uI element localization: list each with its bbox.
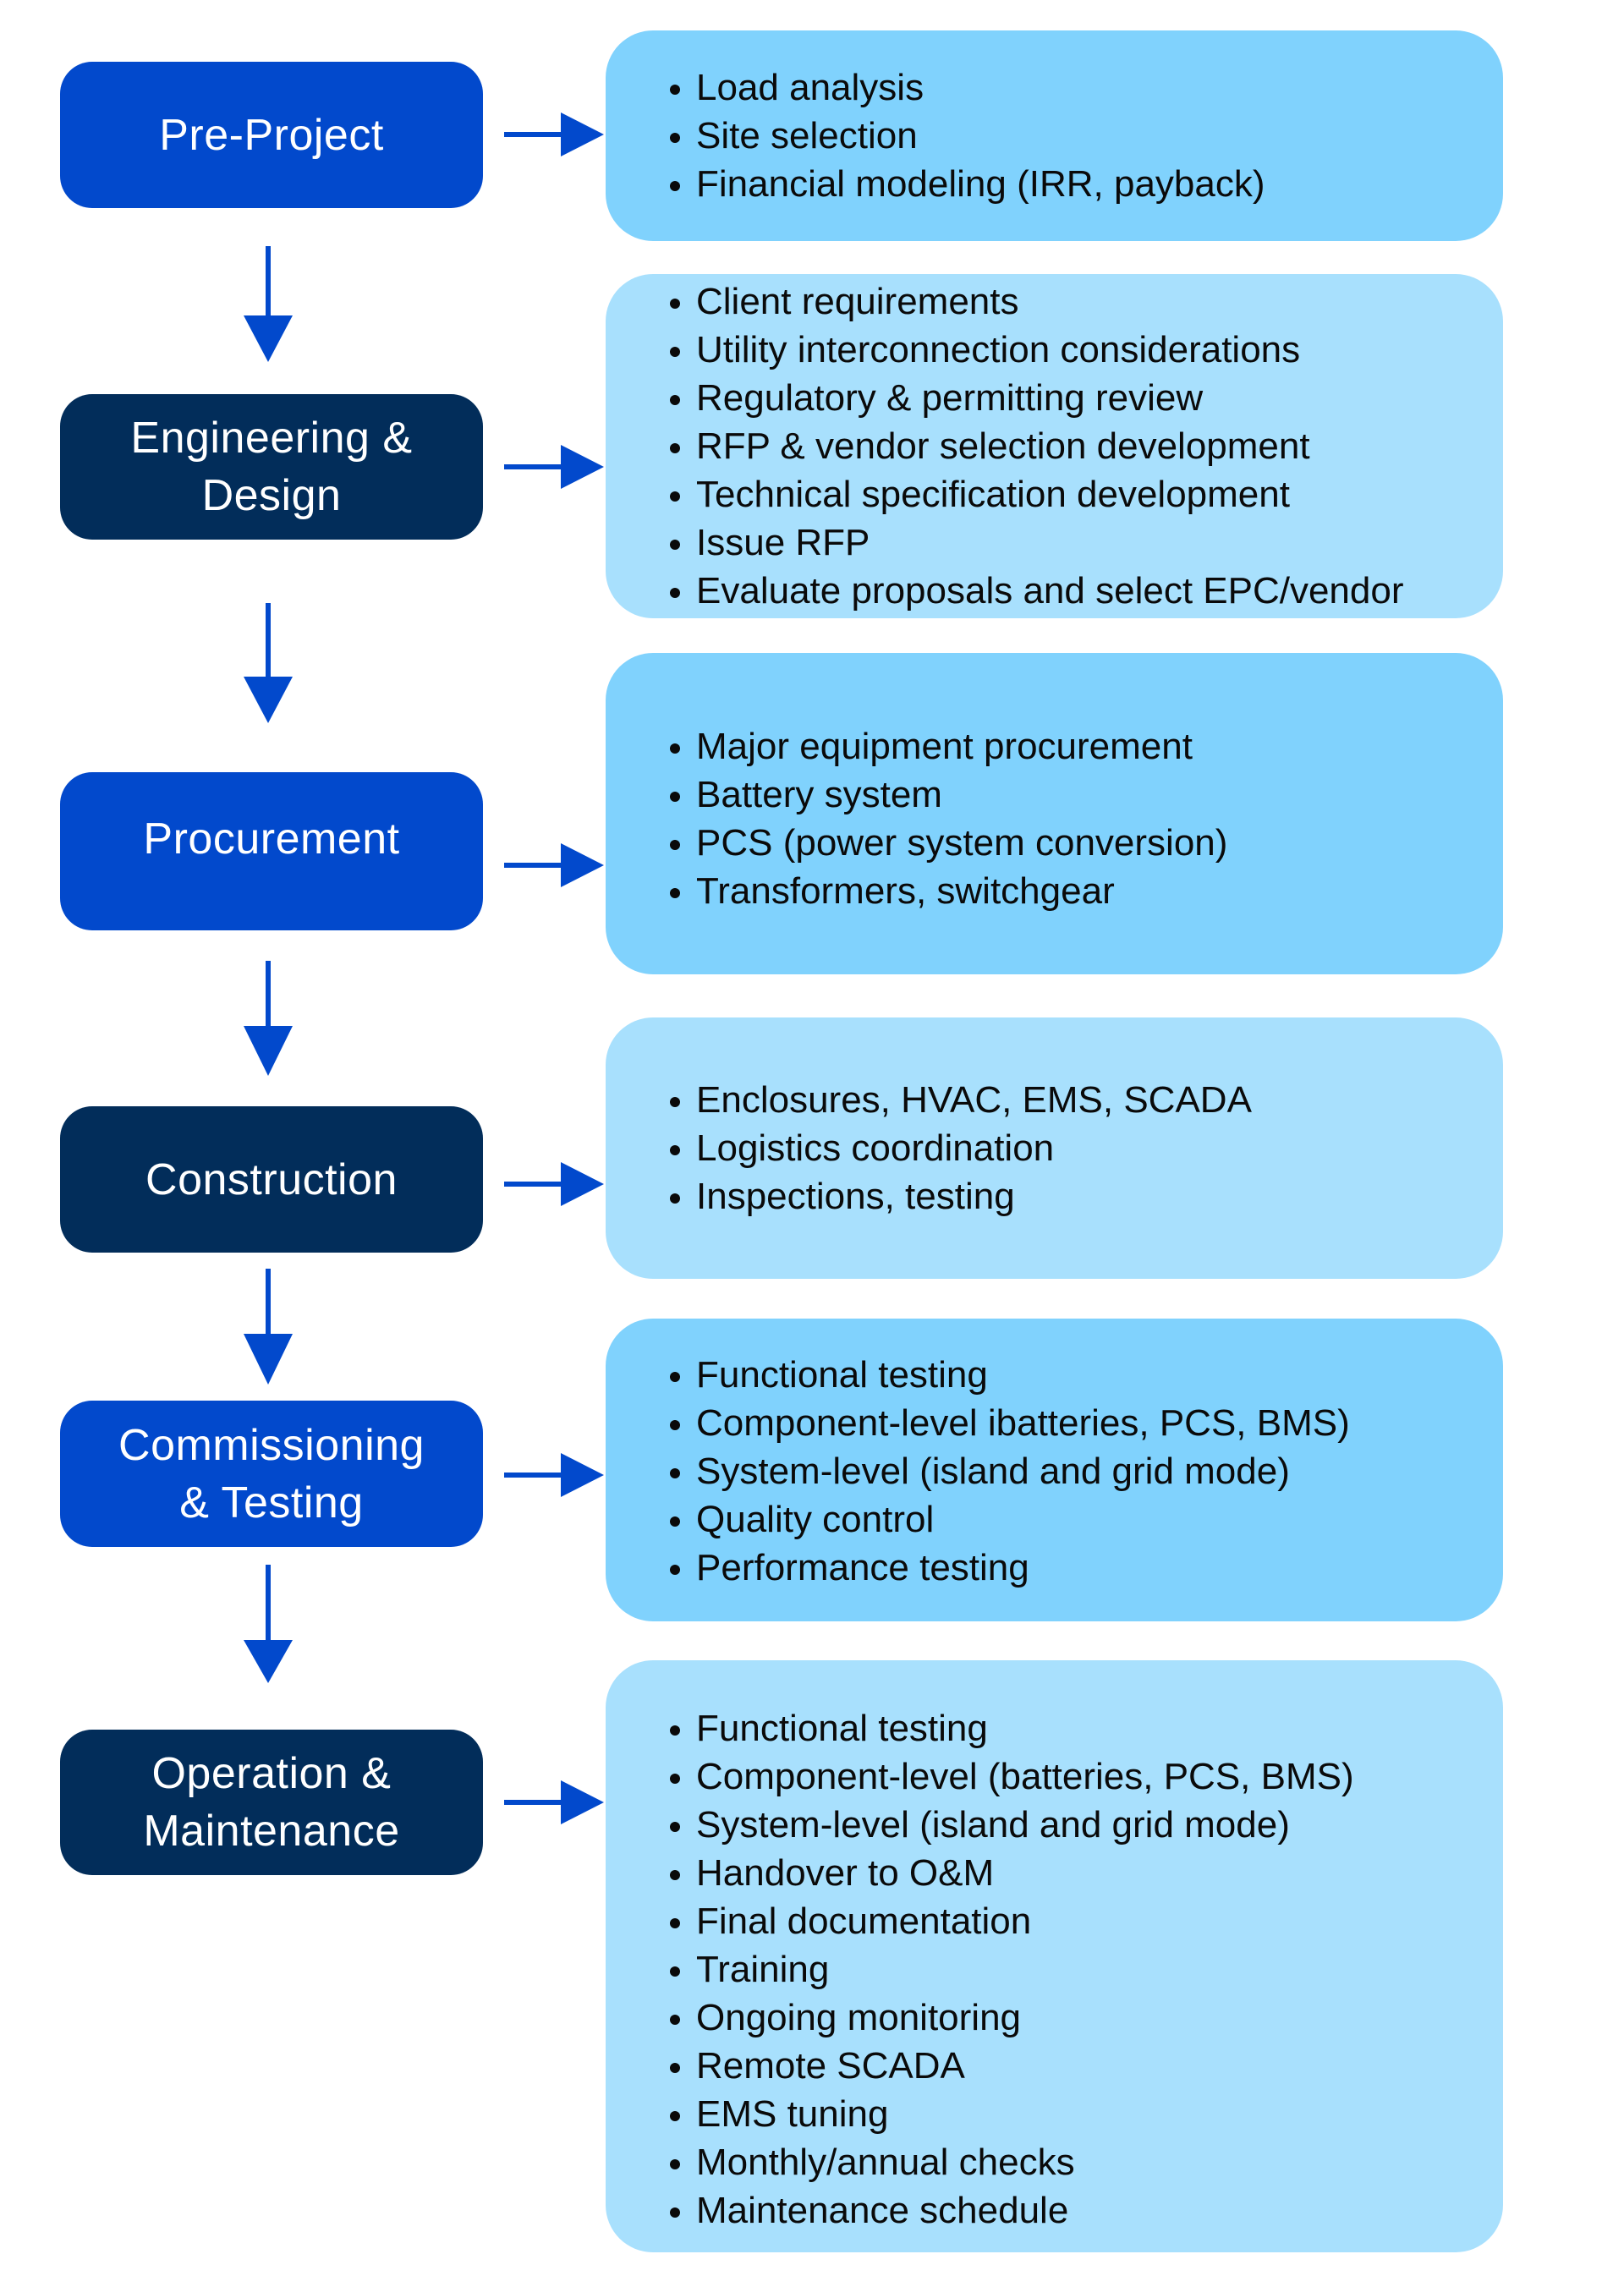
arrow-down-2 — [244, 603, 293, 723]
detail-item: Handover to O&M — [670, 1849, 1354, 1897]
detail-item: Enclosures, HVAC, EMS, SCADA — [670, 1076, 1252, 1124]
stage-pre-project: Pre-Project — [60, 62, 483, 208]
detail-item: Monthly/annual checks — [670, 2138, 1354, 2186]
stage-label: Engineering & Design — [130, 414, 413, 520]
stage-label: Procurement — [143, 814, 400, 864]
arrow-down-5 — [244, 1565, 293, 1683]
detail-item: Site selection — [670, 112, 1265, 160]
detail-item: RFP & vendor selection development — [670, 422, 1404, 470]
detail-item: Component-level (batteries, PCS, BMS) — [670, 1752, 1354, 1801]
arrow-right-pre-project — [504, 112, 604, 156]
detail-item: Regulatory & permitting review — [670, 374, 1404, 422]
detail-item: Remote SCADA — [670, 2042, 1354, 2090]
detail-item: System-level (island and grid mode) — [670, 1447, 1350, 1495]
detail-item: Functional testing — [670, 1704, 1354, 1752]
arrow-down-1 — [244, 246, 293, 362]
detail-item: Utility interconnection considerations — [670, 326, 1404, 374]
stage-label: Construction — [145, 1154, 398, 1204]
detail-item: Issue RFP — [670, 518, 1404, 567]
stage-construction: Construction — [60, 1106, 483, 1253]
detail-item: Quality control — [670, 1495, 1350, 1544]
detail-item: Training — [670, 1945, 1354, 1994]
detail-item: Ongoing monitoring — [670, 1994, 1354, 2042]
detail-item: Financial modeling (IRR, payback) — [670, 160, 1265, 208]
detail-item: Load analysis — [670, 63, 1265, 112]
detail-item: Performance testing — [670, 1544, 1350, 1592]
stage-label: Operation & Maintenance — [143, 1749, 400, 1856]
detail-item: Final documentation — [670, 1897, 1354, 1945]
detail-item: Functional testing — [670, 1351, 1350, 1399]
arrow-right-operation-maintenance — [504, 1780, 604, 1824]
stage-commissioning-testing: Commissioning & Testing — [60, 1401, 483, 1547]
detail-item: Technical specification development — [670, 470, 1404, 518]
detail-item: Maintenance schedule — [670, 2186, 1354, 2235]
stage-operation-maintenance: Operation & Maintenance — [60, 1730, 483, 1875]
detail-item: Logistics coordination — [670, 1124, 1252, 1172]
stage-engineering-design: Engineering & Design — [60, 394, 483, 540]
arrow-down-4 — [244, 1269, 293, 1385]
detail-item: Major equipment procurement — [670, 722, 1227, 771]
arrow-right-commissioning-testing — [504, 1453, 604, 1497]
detail-item: Component-level ibatteries, PCS, BMS) — [670, 1399, 1350, 1447]
arrow-right-procurement — [504, 843, 604, 887]
detail-item: Transformers, switchgear — [670, 867, 1227, 915]
stage-label: Commissioning & Testing — [118, 1420, 425, 1527]
detail-item: System-level (island and grid mode) — [670, 1801, 1354, 1849]
arrow-down-3 — [244, 961, 293, 1076]
detail-item: Evaluate proposals and select EPC/vendor — [670, 567, 1404, 615]
detail-item: EMS tuning — [670, 2090, 1354, 2138]
arrow-right-construction — [504, 1162, 604, 1206]
detail-item: Client requirements — [670, 277, 1404, 326]
detail-item: PCS (power system conversion) — [670, 819, 1227, 867]
stage-label: Pre-Project — [159, 110, 384, 160]
detail-item: Battery system — [670, 771, 1227, 819]
detail-item: Inspections, testing — [670, 1172, 1252, 1220]
stage-procurement: Procurement — [60, 772, 483, 930]
arrow-right-engineering-design — [504, 445, 604, 489]
